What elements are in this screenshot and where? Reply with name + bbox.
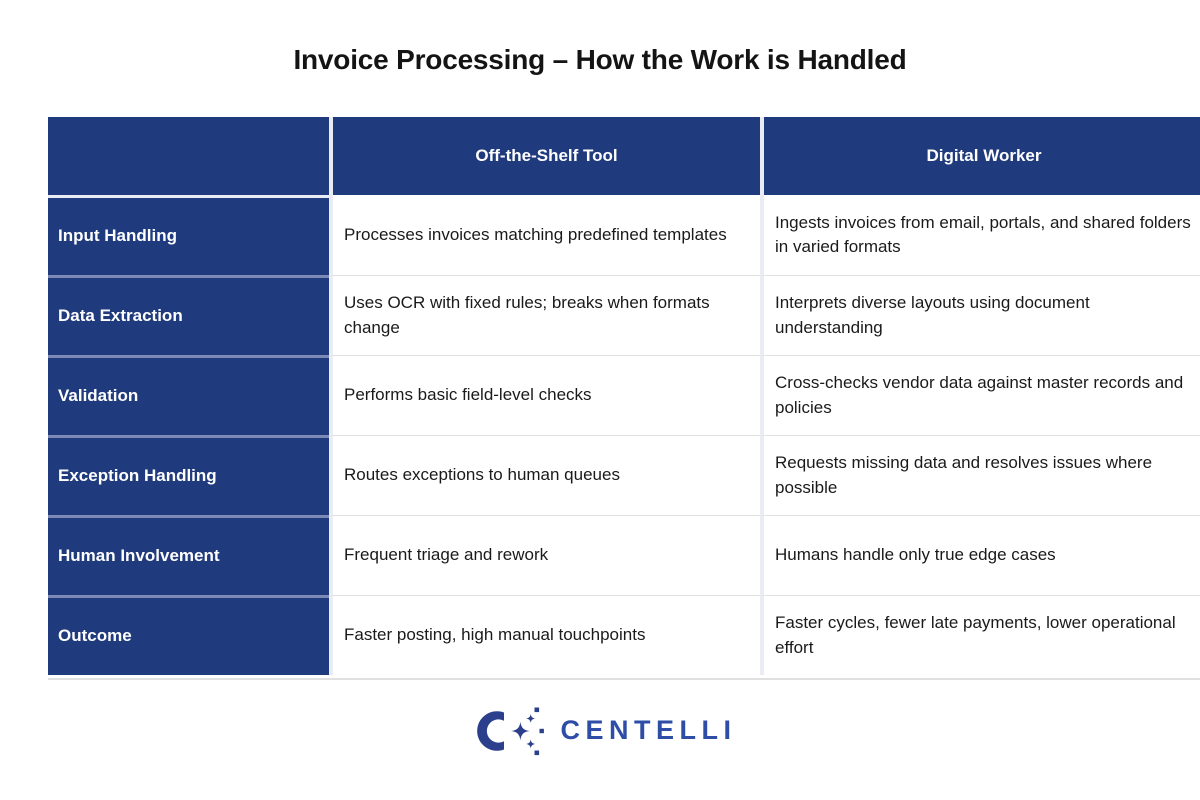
cell-digital-worker: Faster cycles, fewer late payments, lowe… — [760, 595, 1200, 675]
row-label-exception-handling: Exception Handling — [48, 435, 329, 515]
table-body: Input Handling Processes invoices matchi… — [48, 195, 1200, 675]
comparison-table-container: Off-the-Shelf Tool Digital Worker Input … — [48, 117, 1200, 675]
centelli-wordmark: CENTELLI — [560, 714, 737, 745]
table-row: Human Involvement Frequent triage and re… — [48, 515, 1200, 595]
cell-digital-worker: Cross-checks vendor data against master … — [760, 355, 1200, 435]
cell-off-the-shelf-tool: Performs basic field-level checks — [329, 355, 760, 435]
comparison-table: Off-the-Shelf Tool Digital Worker Input … — [48, 117, 1200, 675]
cell-off-the-shelf-tool: Faster posting, high manual touchpoints — [329, 595, 760, 675]
row-label-validation: Validation — [48, 355, 329, 435]
table-header-off-the-shelf-tool: Off-the-Shelf Tool — [329, 117, 760, 195]
centelli-logo: CENTELLI — [0, 703, 1200, 759]
cell-off-the-shelf-tool: Processes invoices matching predefined t… — [329, 195, 760, 275]
table-row: Input Handling Processes invoices matchi… — [48, 195, 1200, 275]
row-label-input-handling: Input Handling — [48, 195, 329, 275]
table-row: Data Extraction Uses OCR with fixed rule… — [48, 275, 1200, 355]
table-header: Off-the-Shelf Tool Digital Worker — [48, 117, 1200, 195]
cell-off-the-shelf-tool: Frequent triage and rework — [329, 515, 760, 595]
row-label-human-involvement: Human Involvement — [48, 515, 329, 595]
cell-digital-worker: Humans handle only true edge cases — [760, 515, 1200, 595]
cell-digital-worker: Interprets diverse layouts using documen… — [760, 275, 1200, 355]
table-row: Outcome Faster posting, high manual touc… — [48, 595, 1200, 675]
row-label-outcome: Outcome — [48, 595, 329, 675]
row-label-data-extraction: Data Extraction — [48, 275, 329, 355]
cell-off-the-shelf-tool: Uses OCR with fixed rules; breaks when f… — [329, 275, 760, 355]
table-header-digital-worker: Digital Worker — [760, 117, 1200, 195]
table-row: Exception Handling Routes exceptions to … — [48, 435, 1200, 515]
table-header-row: Off-the-Shelf Tool Digital Worker — [48, 117, 1200, 195]
cell-off-the-shelf-tool: Routes exceptions to human queues — [329, 435, 760, 515]
cell-digital-worker: Ingests invoices from email, portals, an… — [760, 195, 1200, 275]
page-title: Invoice Processing – How the Work is Han… — [293, 44, 907, 75]
centelli-c-sparkle-icon — [476, 707, 544, 756]
table-row: Validation Performs basic field-level ch… — [48, 355, 1200, 435]
table-bottom-divider — [48, 678, 1200, 680]
cell-digital-worker: Requests missing data and resolves issue… — [760, 435, 1200, 515]
table-header-blank — [48, 117, 329, 195]
